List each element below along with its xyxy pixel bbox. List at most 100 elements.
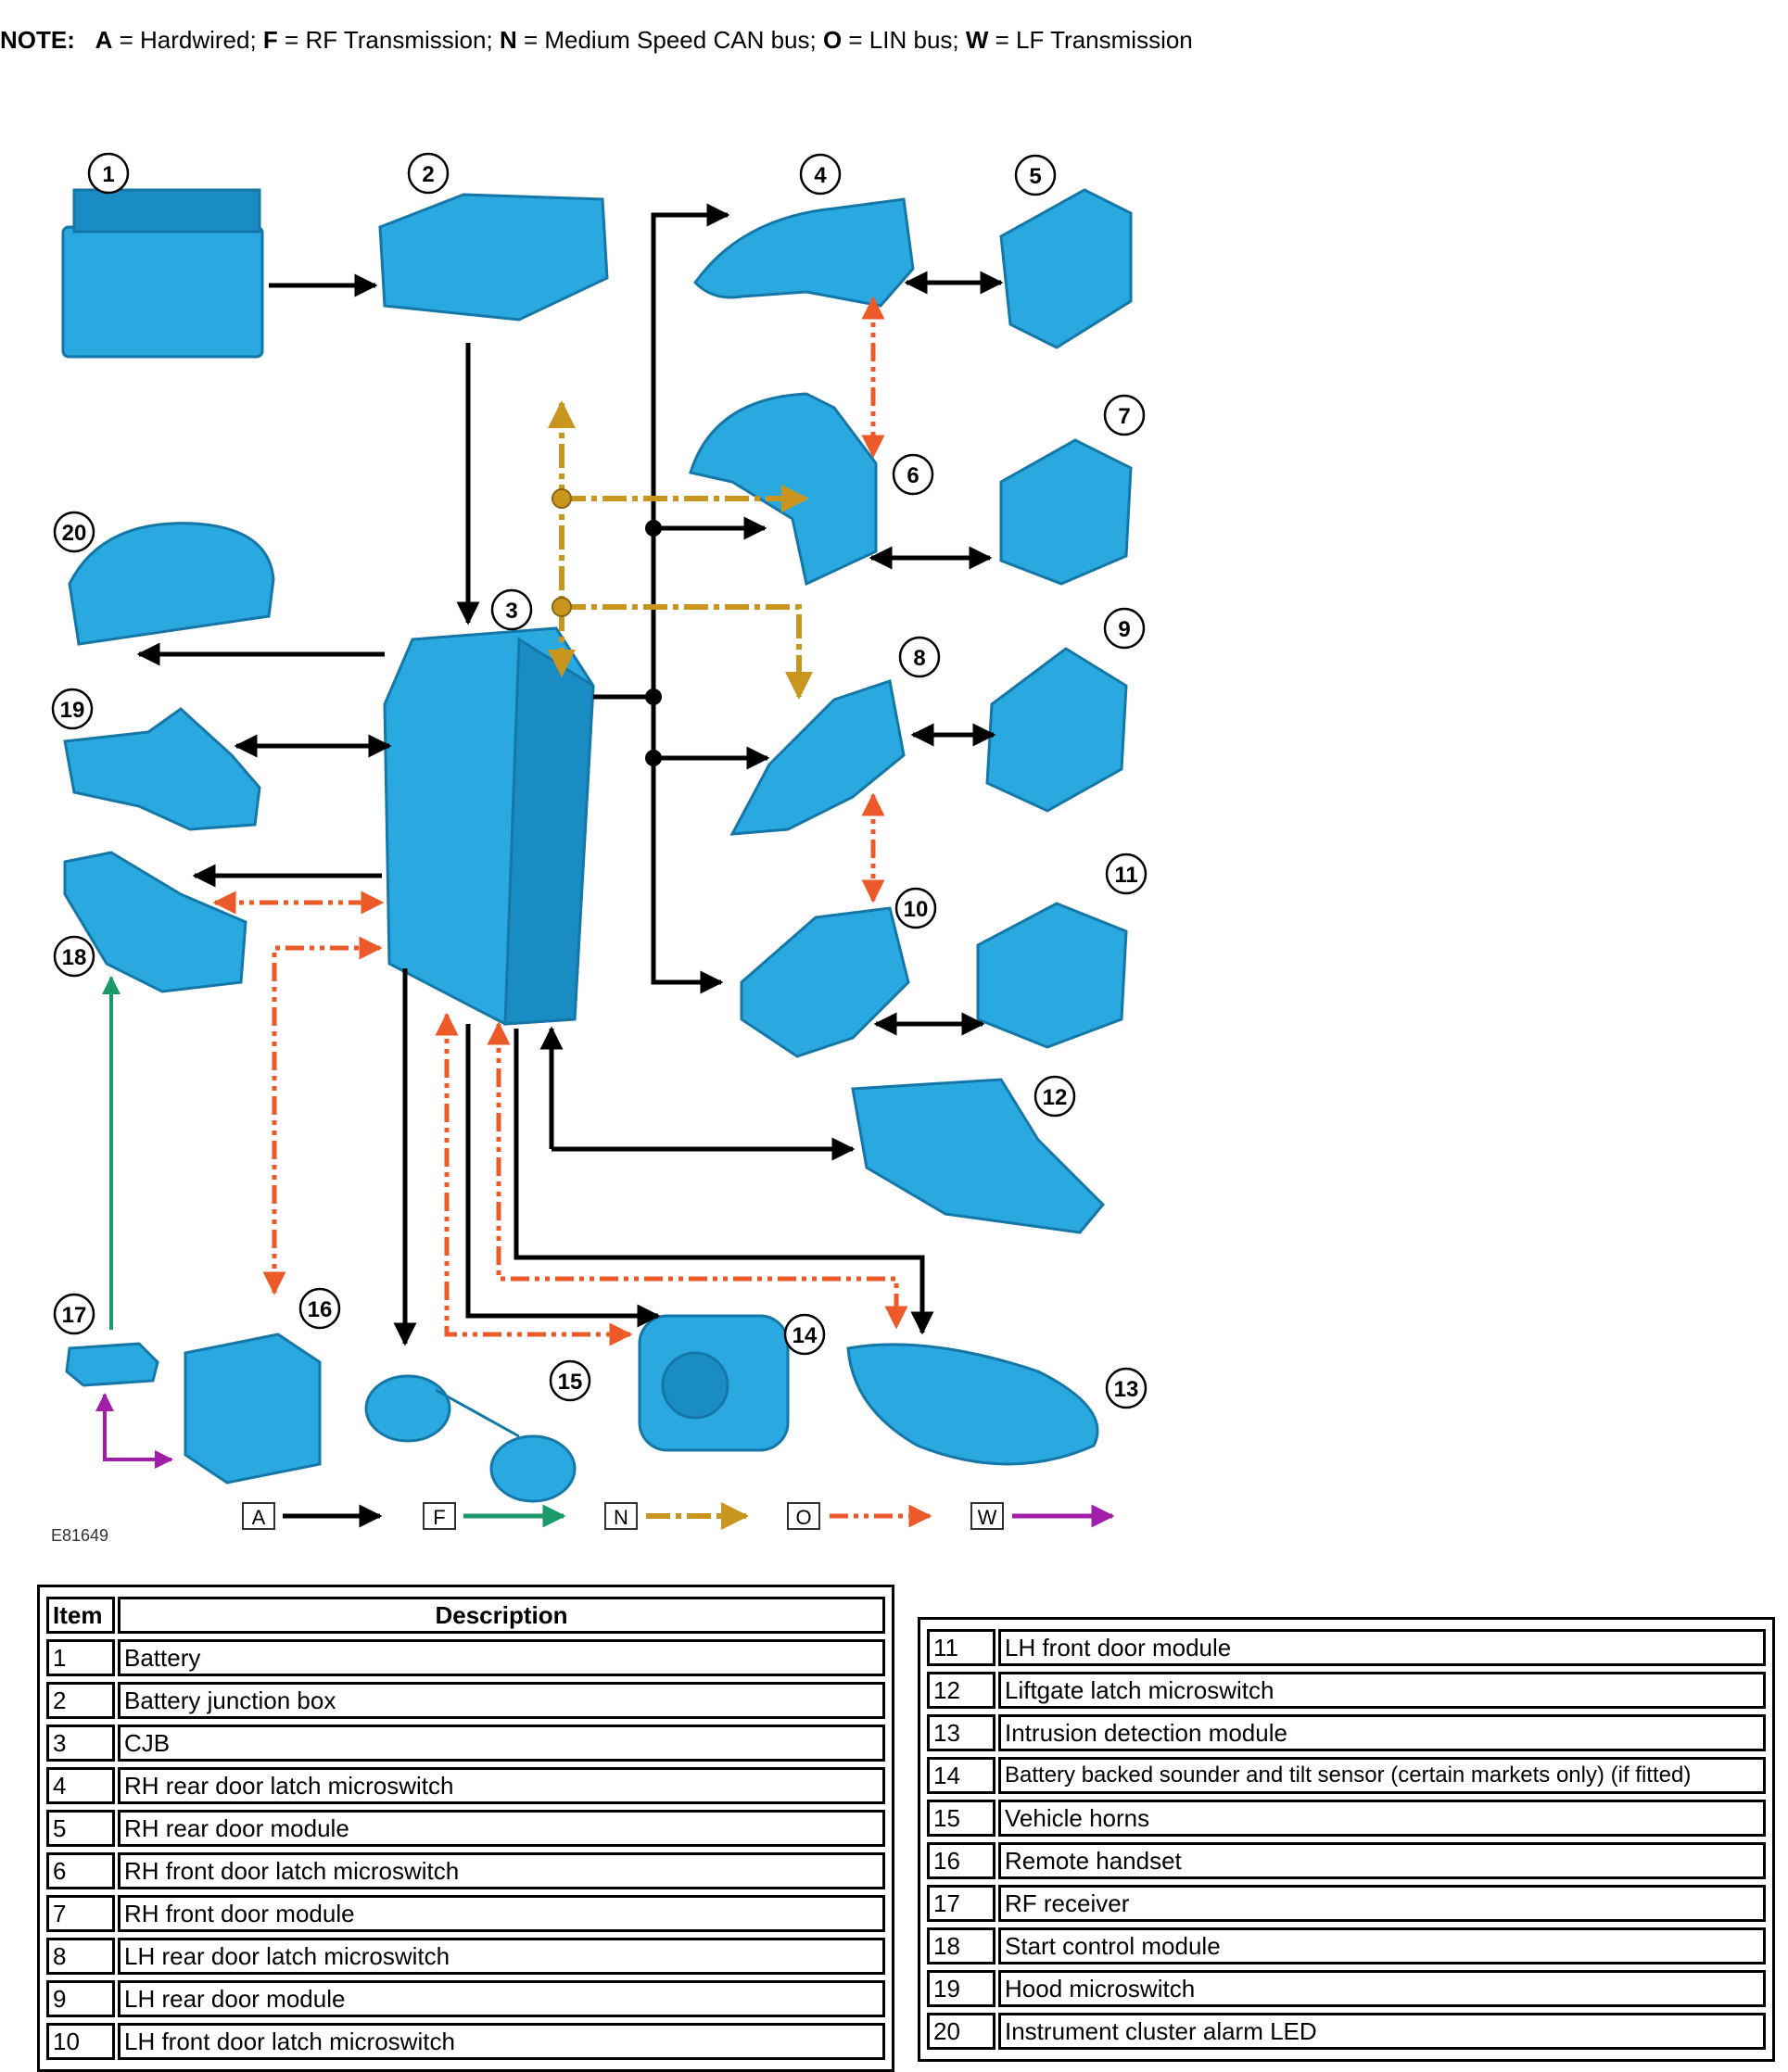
row-item: 5: [46, 1810, 115, 1847]
row-item: 11: [927, 1629, 995, 1666]
table-header-row: Item Description: [46, 1597, 885, 1634]
start-control-module-shape: [63, 851, 247, 993]
row-description: RH front door module: [118, 1895, 885, 1932]
note-label: NOTE:: [0, 26, 75, 54]
callout-1: 1: [87, 152, 130, 195]
svg-text:O: O: [795, 1506, 811, 1529]
row-item: 1: [46, 1639, 115, 1676]
row-description: Battery: [118, 1639, 885, 1676]
row-item: 18: [927, 1927, 995, 1965]
lh-rear-door-module-shape: [985, 647, 1128, 813]
callout-11: 11: [1105, 853, 1148, 895]
rf-receiver-shape: [65, 1342, 159, 1387]
row-item: 7: [46, 1895, 115, 1932]
row-description: Remote handset: [998, 1842, 1766, 1879]
lin-bus-links: [212, 296, 908, 1346]
svg-text:10: 10: [904, 897, 929, 922]
lh-rear-door-latch-shape: [729, 679, 906, 836]
legend-n: N: [604, 1502, 749, 1530]
row-item: 17: [927, 1885, 995, 1922]
row-description: Vehicle horns: [998, 1800, 1766, 1837]
row-item: 9: [46, 1980, 115, 2017]
svg-text:9: 9: [1118, 617, 1130, 642]
row-item: 14: [927, 1757, 995, 1794]
note-code-o: O: [822, 26, 843, 54]
lh-front-door-module-shape: [976, 902, 1128, 1049]
row-description: Liftgate latch microswitch: [998, 1672, 1766, 1709]
can-bus-nodes: [552, 488, 572, 617]
row-description: RH rear door module: [118, 1810, 885, 1847]
row-item: 8: [46, 1938, 115, 1975]
svg-text:15: 15: [558, 1370, 583, 1395]
header-item: Item: [46, 1597, 115, 1634]
note-text-a: = Hardwired;: [112, 26, 263, 54]
svg-text:N: N: [614, 1506, 628, 1529]
row-description: RF receiver: [998, 1885, 1766, 1922]
cjb-shape: [383, 626, 595, 1026]
callout-4: 4: [799, 153, 842, 196]
legend: A F N O W: [242, 1502, 1115, 1530]
svg-text:7: 7: [1118, 404, 1130, 429]
rh-front-door-module-shape: [999, 438, 1133, 586]
svg-text:5: 5: [1029, 164, 1041, 189]
svg-text:16: 16: [308, 1297, 333, 1322]
callout-16: 16: [298, 1287, 341, 1330]
note-text-n: = Medium Speed CAN bus;: [516, 26, 823, 54]
row-description: Instrument cluster alarm LED: [998, 2013, 1766, 2050]
battery-junction-box-shape: [378, 193, 609, 322]
row-description: Start control module: [998, 1927, 1766, 1965]
note-code-w: W: [965, 26, 989, 54]
rh-front-door-latch-shape: [689, 392, 878, 587]
callout-13: 13: [1105, 1367, 1148, 1409]
svg-text:A: A: [252, 1506, 266, 1529]
note-code-f: F: [262, 26, 278, 54]
callout-9: 9: [1103, 607, 1146, 650]
rh-rear-door-module-shape: [999, 188, 1133, 349]
svg-text:18: 18: [62, 945, 87, 970]
intrusion-module-shape: [846, 1343, 1099, 1466]
callout-20: 20: [53, 511, 95, 553]
row-item: 12: [927, 1672, 995, 1709]
svg-text:F: F: [433, 1506, 445, 1529]
row-description: RH front door latch microswitch: [118, 1852, 885, 1889]
can-bus-links: [548, 400, 813, 700]
legend-a: A: [242, 1502, 383, 1530]
svg-text:4: 4: [814, 163, 827, 188]
svg-text:11: 11: [1114, 863, 1137, 888]
legend-w: W: [970, 1502, 1115, 1530]
callout-19: 19: [51, 688, 94, 730]
header-description: Description: [118, 1597, 885, 1634]
lh-front-door-latch-shape: [740, 906, 910, 1058]
svg-text:W: W: [978, 1506, 997, 1529]
svg-text:2: 2: [422, 162, 434, 187]
row-item: 15: [927, 1800, 995, 1837]
callout-3: 3: [490, 588, 533, 631]
callout-12: 12: [1033, 1075, 1076, 1118]
legend-f: F: [423, 1502, 566, 1530]
row-item: 10: [46, 2023, 115, 2060]
note-text-w: = LF Transmission: [988, 26, 1193, 54]
row-description: CJB: [118, 1725, 885, 1762]
row-description: Battery junction box: [118, 1682, 885, 1719]
row-description: LH rear door module: [118, 1980, 885, 2017]
hood-microswitch-shape: [63, 707, 261, 831]
instrument-cluster-shape: [68, 522, 275, 646]
note-code-a: A: [95, 26, 113, 54]
note-text-f: = RF Transmission;: [277, 26, 500, 54]
row-item: 6: [46, 1852, 115, 1889]
row-description: LH rear door latch microswitch: [118, 1938, 885, 1975]
